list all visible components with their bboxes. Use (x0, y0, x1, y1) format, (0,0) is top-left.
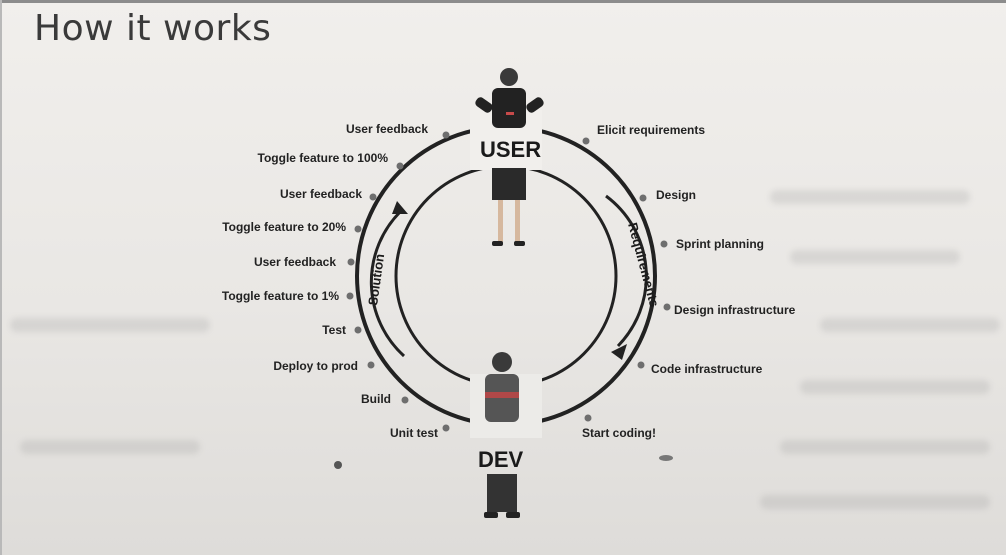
step-label-left: User feedback (280, 187, 362, 201)
step-label-left: User feedback (254, 255, 336, 269)
user-head (500, 68, 518, 86)
user-foot-right (514, 241, 525, 246)
user-torso (492, 88, 526, 128)
step-label-left: Toggle feature to 1% (222, 289, 339, 303)
step-dot (582, 137, 590, 145)
solution-arrowhead (392, 201, 408, 214)
ghost-bar (800, 380, 990, 394)
step-dot (442, 424, 450, 432)
step-dot (369, 193, 377, 201)
slide-title: How it works (34, 8, 272, 49)
dev-shoe-right (506, 512, 520, 518)
ghost-bar (20, 440, 200, 454)
step-label-right: Elicit requirements (597, 123, 705, 137)
step-dot (367, 361, 375, 369)
user-arm-right (526, 97, 544, 113)
ghost-bar (770, 190, 970, 204)
step-dot (396, 162, 404, 170)
dev-shoe-left (484, 512, 498, 518)
requirements-arrowhead (611, 344, 627, 360)
step-dot (354, 225, 362, 233)
step-dot (663, 303, 671, 311)
requirements-arc (605, 194, 648, 348)
ghost-bar (780, 440, 990, 454)
step-dot (584, 414, 592, 422)
step-label-left: Unit test (390, 426, 438, 440)
left-border (0, 0, 2, 555)
dev-pants (487, 474, 517, 512)
ghost-bar (820, 318, 1000, 332)
decor-dot (334, 461, 342, 469)
step-label-right: Design (656, 188, 696, 202)
step-label-right: Start coding! (582, 426, 656, 440)
decor-mark (659, 455, 673, 461)
step-label-right: Code infrastructure (651, 362, 763, 376)
step-label-left: Deploy to prod (273, 359, 358, 373)
top-border (0, 0, 1006, 3)
step-label-left: User feedback (346, 122, 428, 136)
step-dot (354, 326, 362, 334)
user-leg-right (515, 200, 520, 242)
solution-label: Solution (365, 253, 387, 307)
step-dot (639, 194, 647, 202)
dev-shirt-band (485, 392, 519, 398)
step-label-right: Design infrastructure (674, 303, 796, 317)
ghost-bar (790, 250, 960, 264)
step-dot (346, 292, 354, 300)
step-dot (401, 396, 409, 404)
user-shorts (492, 168, 526, 200)
step-dot (637, 361, 645, 369)
step-dot (660, 240, 668, 248)
dev-figure (484, 352, 520, 518)
solution-arc (369, 210, 406, 358)
step-dot (347, 258, 355, 266)
step-dot (442, 131, 450, 139)
user-arm-left (475, 97, 493, 113)
dev-label: DEV (478, 447, 524, 472)
step-label-left: Toggle feature to 100% (258, 151, 389, 165)
step-label-left: Toggle feature to 20% (222, 220, 346, 234)
step-label-left: Test (322, 323, 346, 337)
ghost-bar (10, 318, 210, 332)
user-figure (475, 68, 544, 246)
step-label-right: Sprint planning (676, 237, 764, 251)
ghost-bar (760, 495, 990, 509)
user-leg-left (498, 200, 503, 242)
user-shirt-stripe (506, 112, 514, 115)
dev-head (492, 352, 512, 372)
user-foot-left (492, 241, 503, 246)
user-label: USER (480, 137, 541, 162)
step-label-left: Build (361, 392, 391, 406)
